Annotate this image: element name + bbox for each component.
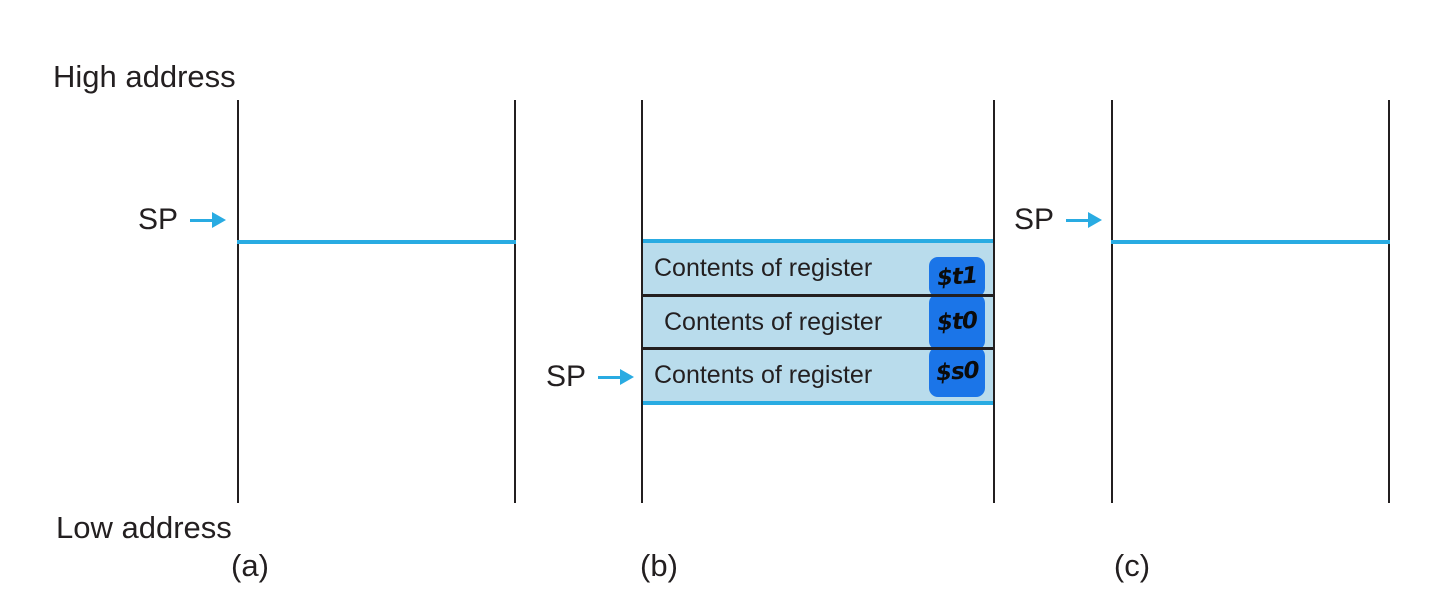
arrow-shaft [190,218,213,222]
panel-c-caption: (c) [1113,548,1151,583]
panel-c-sp-pointer: SP [1014,202,1103,238]
panel-c-left-line [1111,100,1113,503]
sp-arrow-icon [190,212,227,228]
register-tag-t1: $t1 [929,257,985,297]
stack-row-separator [643,347,993,350]
panel-c-sp-label: SP [1014,203,1055,236]
panel-a-stack-top-line [237,240,516,244]
panel-b-caption: (b) [640,548,678,583]
register-name: $s0 [934,357,980,387]
sp-arrow-icon [1066,212,1103,228]
sp-arrow-icon [598,369,635,385]
register-tag-t0: $t0 [929,294,985,350]
stack-row-label: Contents of register [664,307,883,336]
low-address-label: Low address [56,510,232,545]
arrow-head [620,369,635,385]
arrow-head [212,212,227,228]
panel-b-stack-bottom-line [643,401,993,405]
stack-row-label: Contents of register [654,254,873,282]
panel-c-stack-top-line [1111,240,1390,244]
stack-row-separator [643,294,993,297]
panel-a-sp-pointer: SP [138,202,227,238]
panel-a-caption: (a) [231,548,269,583]
stack-row-s0: Contents of register $s0 [643,347,993,401]
register-name: $t1 [936,262,978,292]
stack-row-t1: Contents of register $t1 [643,243,993,297]
panel-a-sp-label: SP [138,203,179,236]
panel-b-left-line [641,100,643,503]
register-name: $t0 [936,307,978,337]
register-tag-s0: $s0 [929,347,985,397]
panel-b-sp-label: SP [546,360,587,393]
panel-b-stack-top-line [643,239,993,243]
panel-a-right-line [514,100,516,503]
panel-b-sp-pointer: SP [546,359,635,395]
stack-row-label: Contents of register [654,361,873,389]
high-address-label: High address [53,59,236,94]
panel-c-right-line [1388,100,1390,503]
stack-row-t0: Contents of register $t0 [643,294,993,350]
panel-b-stack-contents: Contents of register $t1 Contents of reg… [643,239,993,405]
panel-b-right-line [993,100,995,503]
arrow-shaft [598,375,621,379]
arrow-shaft [1066,218,1089,222]
panel-a-left-line [237,100,239,503]
arrow-head [1088,212,1103,228]
